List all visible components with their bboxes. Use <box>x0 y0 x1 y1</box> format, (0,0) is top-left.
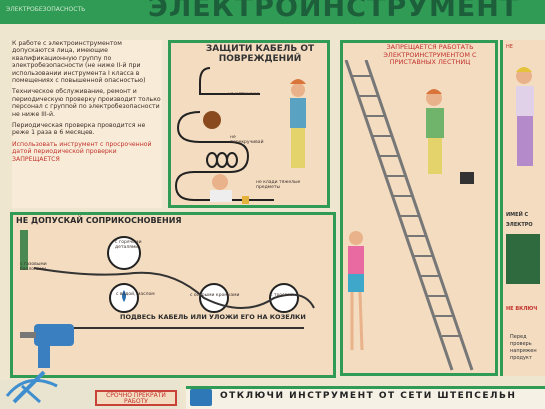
rule-paragraph-4: Использовать инструмент с просроченной д… <box>12 140 152 163</box>
right-label-1: НЕ <box>506 44 513 50</box>
watermark-logo-icon <box>5 370 58 404</box>
rules-text-block: К работе с электроинструментом допускают… <box>12 40 162 208</box>
cable-label-1: на мятинеже <box>228 92 260 97</box>
right-label-2: ИМЕЙ С <box>506 212 529 218</box>
right-label-6: проверь <box>510 341 532 347</box>
contact-label-1: с горячими деталями <box>115 240 142 250</box>
stop-work-label: СРОЧНО ПРЕКРАТИ РАБОТУ <box>95 390 177 406</box>
contact-label-4: с острыми кромками <box>190 293 240 298</box>
right-label-5: Перед <box>510 334 527 340</box>
hang-cable-label: ПОДВЕСЬ КАБЕЛЬ ИЛИ УЛОЖИ ЕГО НА КОЗЕЛКИ <box>120 313 306 321</box>
ladder-illustration <box>344 60 474 371</box>
poster-title: ЭЛЕКТРОИНСТРУМЕНТ <box>148 0 520 23</box>
right-figure <box>516 67 534 166</box>
cable-label-2: не перекручивай <box>230 135 264 145</box>
unplug-instruction: ОТКЛЮЧИ ИНСТРУМЕНТ ОТ СЕТИ ШТЕПСЕЛЬН <box>220 391 517 401</box>
right-label-3: ЭЛЕКТРО <box>506 222 533 228</box>
footer-bar <box>186 386 545 409</box>
cable-panel-title: ЗАЩИТИ КАБЕЛЬ ОТ ПОВРЕЖДЕНИЙ <box>205 44 315 64</box>
contact-panel-title: НЕ ДОПУСКАЙ СОПРИКОСНОВЕНИЯ <box>16 216 182 225</box>
cable-illustration <box>174 67 306 204</box>
right-label-4: НЕ ВКЛЮЧ <box>506 306 538 312</box>
contact-label-3: с водой, маслом <box>116 292 155 297</box>
brand-label: ЭЛЕКТРОБЕЗОПАСНОСТЬ <box>6 6 86 13</box>
right-device-image <box>506 234 540 284</box>
ladder-panel-title: ЗАПРЕЩАЕТСЯ РАБОТАТЬ ЭЛЕКТРОИНСТРУМЕНТОМ… <box>383 43 477 66</box>
rule-paragraph-2: Техническое обслуживание, ремонт и перио… <box>12 88 161 118</box>
contact-label-5: с тросами <box>270 293 294 298</box>
plug-icon <box>190 389 212 406</box>
cable-label-3: не клади тяжелые предметы <box>256 180 301 190</box>
right-label-8: продукт <box>510 355 532 361</box>
contact-illustration <box>20 230 315 368</box>
rule-paragraph-1: К работе с электроинструментом допускают… <box>12 40 146 85</box>
rule-paragraph-3: Периодическая проверка проводится не реж… <box>12 122 146 137</box>
header-bar <box>0 0 545 24</box>
contact-label-2: с газовыми баллонами <box>20 262 47 272</box>
right-label-7: напряжен <box>510 348 537 354</box>
